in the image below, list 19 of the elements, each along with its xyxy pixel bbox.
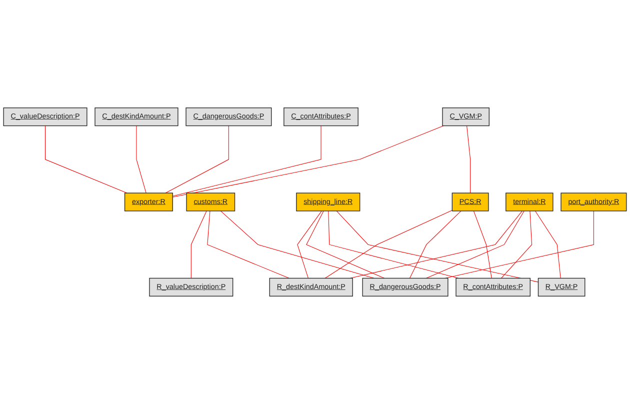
connector xyxy=(297,210,322,278)
connector xyxy=(172,126,444,198)
connector xyxy=(466,126,471,194)
connector xyxy=(44,126,128,194)
connector xyxy=(500,210,532,278)
connector xyxy=(336,210,539,282)
connector xyxy=(409,210,462,278)
connector xyxy=(306,210,385,278)
connector xyxy=(207,210,290,278)
connector xyxy=(165,126,229,194)
connector xyxy=(473,210,492,278)
connector xyxy=(426,210,524,278)
connector xyxy=(444,210,594,278)
connector xyxy=(190,210,207,278)
connector xyxy=(220,210,375,278)
connector xyxy=(534,210,561,278)
connector xyxy=(172,126,322,196)
connector xyxy=(350,210,522,278)
connector xyxy=(136,126,146,194)
